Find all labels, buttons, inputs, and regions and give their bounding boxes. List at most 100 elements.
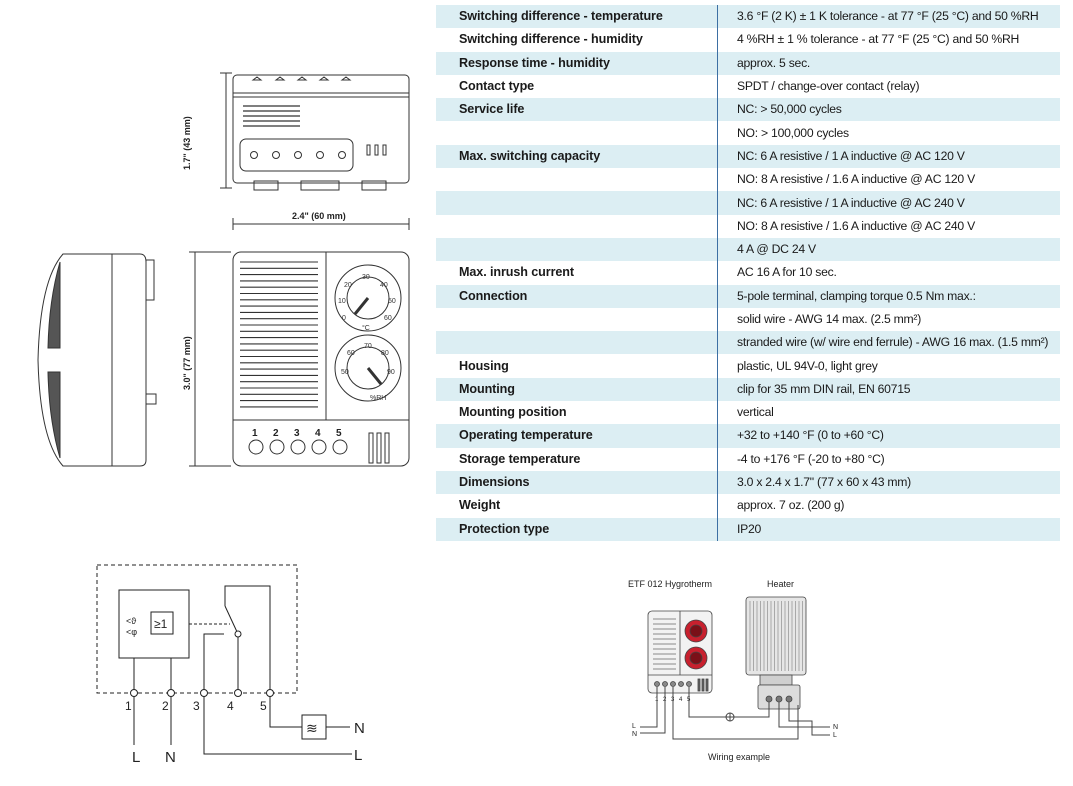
spec-row: 4 A @ DC 24 V [436,237,1060,262]
width-dimension: 2.4" (60 mm) [292,211,346,221]
hygrotherm-device [647,610,713,694]
sensor-symbol: <ϑ [126,616,136,626]
neutral-left-label: N [165,749,176,766]
schematic-terminal: 1 [125,699,132,713]
spec-value: 4 A @ DC 24 V [717,237,1060,262]
spec-label: Switching difference - humidity [436,28,718,52]
line-left-label: L [132,749,140,766]
sensor-symbol: <φ [126,627,137,637]
spec-label: Protection type [436,517,718,541]
wiring-left-N: N [632,731,637,738]
terminal-number: 2 [273,428,279,439]
logic-gate [150,611,174,635]
front-view-drawing [189,218,410,467]
schematic-terminal: 3 [193,699,200,713]
spec-label: Connection [436,284,718,308]
terminal-number: 4 [315,428,321,439]
spec-value: NC: 6 A resistive / 1 A inductive @ AC 2… [717,191,1060,215]
spec-row: Switching difference - humidity 4 %RH ± 1… [436,28,1060,52]
spec-value: IP20 [717,517,1060,541]
spec-value: 4 %RH ± 1 % tolerance - at 77 °F (25 °C)… [737,32,1020,47]
temp-dial-ticks: 0 10 20 30 40 50 60 [338,274,396,322]
schematic-terminal-numbers: 1 2 3 4 5 [125,699,267,713]
wiring-left-L: L [632,723,636,730]
spec-value: solid wire - AWG 14 max. (2.5 mm²) [737,312,922,326]
spec-row: NC: 6 A resistive / 1 A inductive @ AC 2… [436,191,1060,215]
top-view-drawing [220,72,410,191]
spec-value: AC 16 A for 10 sec. [737,265,837,280]
schematic-terminal: 4 [227,699,234,713]
hum-tick: 70 [364,343,372,350]
temp-tick: 30 [362,274,370,281]
spec-label: Max. inrush current [436,261,718,285]
neutral-right-label: N [354,720,365,737]
spec-row: NO: 8 A resistive / 1.6 A inductive @ AC… [436,214,1060,238]
spec-label: Service life [436,98,718,122]
schematic-terminal: 2 [162,699,169,713]
terminal-number: 3 [294,428,300,439]
spec-row: NO: > 100,000 cycles [436,121,1060,145]
length-dimension: 3.0" (77 mm) [182,336,192,390]
wiring-example: ETF 012 Hygrotherm Heater 1 2 3 4 5 [628,579,838,762]
spec-value: NO: 8 A resistive / 1.6 A inductive @ AC… [737,218,975,233]
spec-value: plastic, UL 94V-0, light grey [737,358,878,373]
spec-value: NO: > 100,000 cycles [737,125,849,140]
terminal-number: 1 [252,428,258,439]
spec-label: Dimensions [436,470,718,495]
circuit-schematic: ≥1 <ϑ <φ 1 2 3 4 5 L N N L ≋ [96,564,365,766]
relay-symbol: ≥1 [154,617,168,631]
heater-coil-symbol: ≋ [306,720,318,736]
spec-value: approx. 5 sec. [717,51,1060,75]
hum-dial-ticks: 50 60 70 80 90 [341,343,395,376]
spec-label [436,214,718,238]
spec-row: Operating temperature+32 to +140 °F (0 t… [436,424,1060,448]
temp-tick: 40 [380,282,388,289]
heater-device [745,596,807,710]
hum-tick: 80 [381,350,389,357]
spec-label: Storage temperature [436,447,718,471]
spec-value: 5-pole terminal, clamping torque 0.5 Nm … [717,284,1060,308]
temp-tick: 10 [338,298,346,305]
spec-label: Response time - humidity [436,51,718,75]
spec-row: stranded wire (w/ wire end ferrule) - AW… [436,331,1060,355]
hum-tick: 50 [341,369,349,376]
temp-tick: 60 [384,315,392,322]
line-right-label: L [354,747,362,764]
dimension-drawings: 1.7" (43 mm) 2.4" (60 mm) 3.0" (77 mm) °… [37,72,410,467]
device-label: ETF 012 Hygrotherm [628,579,712,589]
spec-label: Housing [436,354,718,378]
spec-value: NC: > 50,000 cycles [717,98,1060,122]
spec-label [436,237,718,262]
spec-value: stranded wire (w/ wire end ferrule) - AW… [717,331,1060,355]
spec-label [436,121,718,145]
spec-value: -4 to +176 °F (-20 to +80 °C) [737,451,885,466]
spec-value: 3.6 °F (2 K) ± 1 K tolerance - at 77 °F … [717,5,1060,29]
temp-tick: 50 [388,298,396,305]
spec-value: +32 to +140 °F (0 to +60 °C) [717,424,1060,448]
terminal-number: 5 [336,428,342,439]
spec-value: clip for 35 mm DIN rail, EN 60715 [717,377,1060,402]
spec-label [436,331,718,355]
spec-value: SPDT / change-over contact (relay) [737,79,920,94]
spec-row: Housing plastic, UL 94V-0, light grey [436,354,1060,378]
heater-label: Heater [767,579,794,589]
schematic-terminal: 5 [260,699,267,713]
spec-value: vertical [737,405,774,420]
spec-label: Weight [436,494,718,518]
spec-label [436,168,718,192]
temp-dial-unit: °C [362,324,370,332]
spec-value: NO: 8 A resistive / 1.6 A inductive @ AC… [737,172,975,187]
spec-label: Contact type [436,74,718,99]
spec-value: NC: 6 A resistive / 1 A inductive @ AC 1… [717,144,1060,169]
spec-row: solid wire - AWG 14 max. (2.5 mm²) [436,307,1060,332]
